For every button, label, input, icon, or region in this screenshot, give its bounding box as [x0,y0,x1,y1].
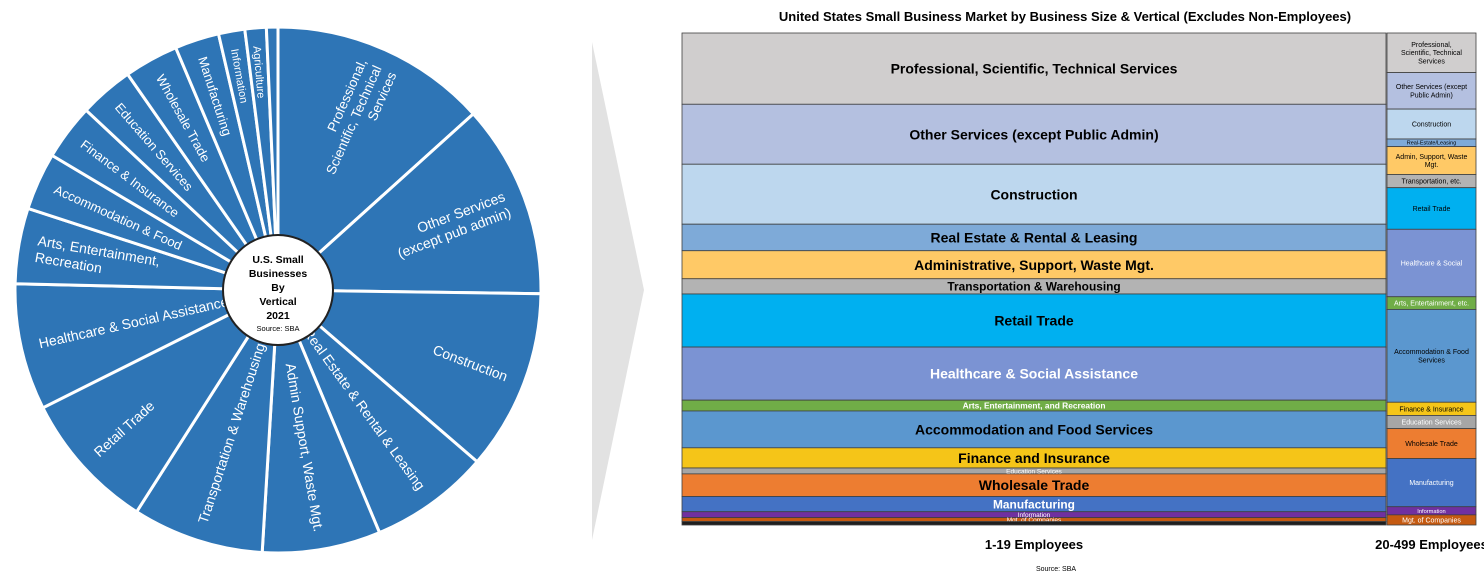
bar-segment-mid-construction [1386,108,1477,140]
bar-label-small-construction: Construction [990,186,1077,202]
pie-center-disc [222,234,334,346]
bar-label-small-accommodation-and-food-services: Accommodation and Food Services [915,421,1153,437]
bar-label-small-transportation-warehousing: Transportation & Warehousing [947,280,1120,294]
bar-segment-mid-mgt-of-companies [1386,514,1477,526]
pie-slice-professional-scientific-technical-services [276,25,476,294]
pie-center-title-line: Vertical [259,296,296,308]
bar-segment-small-professional-scientific-technical-services [681,32,1387,105]
bar-chart-source: Source: SBA [1036,566,1076,573]
bar-label-small-finance-and-insurance: Finance and Insurance [958,450,1110,466]
bar-label-small-wholesale-trade: Wholesale Trade [979,477,1090,493]
bar-segment-mid-healthcare-social-assistance [1386,228,1477,298]
pie-center-source: Source: SBA [257,324,300,333]
bar-label-mid-transportation-warehousing: Transportation, etc. [1401,179,1461,186]
pie-center-title-line: By [271,282,285,294]
transition-arrow [592,42,644,540]
pie-slice-construction [273,288,543,464]
bar-label-mid-manufacturing: Manufacturing [1409,480,1453,487]
bar-label-mid-finance-and-insurance: Finance & Insurance [1399,406,1463,413]
bar-label-mid-construction: Construction [1412,122,1451,129]
bar-label-small-arts-entertainment-and-recreation: Arts, Entertainment, and Recreation [963,401,1106,411]
pie-slice-healthcare-social-assistance [13,282,279,410]
bar-label-small-professional-scientific-technical-services: Professional, Scientific, Technical Serv… [891,61,1178,77]
bar-segment-small-other-services-except-public-admin [681,103,1387,165]
bar-segment-mid-manufacturing [1386,458,1477,508]
bar-label-mid-education-services: Education Services [1402,419,1462,426]
stacked-bar-chart: United States Small Business Market by B… [681,9,1484,573]
bar-label-mid-information: Information [1417,509,1445,515]
bar-label-mid-mgt-of-companies: Mgt. of Companies [1402,517,1461,524]
bar-label-mid-wholesale-trade: Wholesale Trade [1405,441,1458,448]
category-label-1-19-employees: 1-19 Employees [985,537,1083,552]
bar-label-mid-real-estate-rental-leasing: Real-Estate/Leasing [1407,141,1457,147]
bar-segment-small-real-estate-rental-leasing [681,223,1387,252]
bar-label-small-manufacturing: Manufacturing [993,497,1075,511]
bar-chart-title: United States Small Business Market by B… [779,9,1351,24]
bar-label-small-real-estate-rental-leasing: Real Estate & Rental & Leasing [931,230,1138,246]
bar-label-small-mgt-of-companies: Mgt. of Companies [1007,517,1062,524]
pie-center-title-line: 2021 [266,310,290,322]
pie-center-title-line: U.S. Small [252,254,303,266]
pie-center-title-line: Businesses [249,268,308,280]
bar-label-mid-arts-entertainment-and-recreation: Arts, Entertainment, etc. [1394,301,1469,308]
pie-slice-transportation-warehousing [134,284,280,555]
pie-label-agriculture: Agriculture [250,45,266,98]
pie-chart: Professional,Scientific, TechnicalServic… [13,25,543,555]
bar-segment-small-healthcare-social-assistance [681,346,1387,401]
bar-segment-small-construction [681,163,1387,225]
pie-slice-unlabeled-16 [264,25,280,291]
bar-label-mid-healthcare-social-assistance: Healthcare & Social [1401,260,1463,267]
bar-segment-small-retail-trade [681,293,1387,348]
pie-slice-real-estate-rental-leasing [276,288,480,535]
bar-label-mid-retail-trade: Retail Trade [1413,206,1451,213]
bar-segment-small-administrative-support-waste-mgt [681,250,1387,280]
bar-label-small-education-services: Education Services [1006,468,1062,475]
bar-segment-mid-retail-trade [1386,187,1477,230]
bar-segment-mid-accommodation-and-food-services [1386,309,1477,403]
bar-label-small-healthcare-social-assistance: Healthcare & Social Assistance [930,366,1138,382]
bar-segment-small-accommodation-and-food-services [681,410,1387,449]
pie-slice-admin-support-waste-mgt [260,289,382,555]
pie-slice-retail-trade [40,286,283,514]
pie-slice-other-services-except-pub-admin [274,111,543,296]
bar-label-small-other-services-except-public-admin: Other Services (except Public Admin) [909,126,1158,142]
bar-label-small-administrative-support-waste-mgt: Administrative, Support, Waste Mgt. [914,257,1154,273]
bar-segment-mid-professional-scientific-technical-services [1386,32,1477,73]
bar-segment-mid-administrative-support-waste-mgt [1386,146,1477,175]
bar-label-small-retail-trade: Retail Trade [994,313,1074,329]
category-label-20-499-employees: 20-499 Employees [1375,537,1484,552]
bar-segment-small-unlabeled-16 [681,521,1387,526]
bar-label-small-information: Information [1018,512,1051,519]
